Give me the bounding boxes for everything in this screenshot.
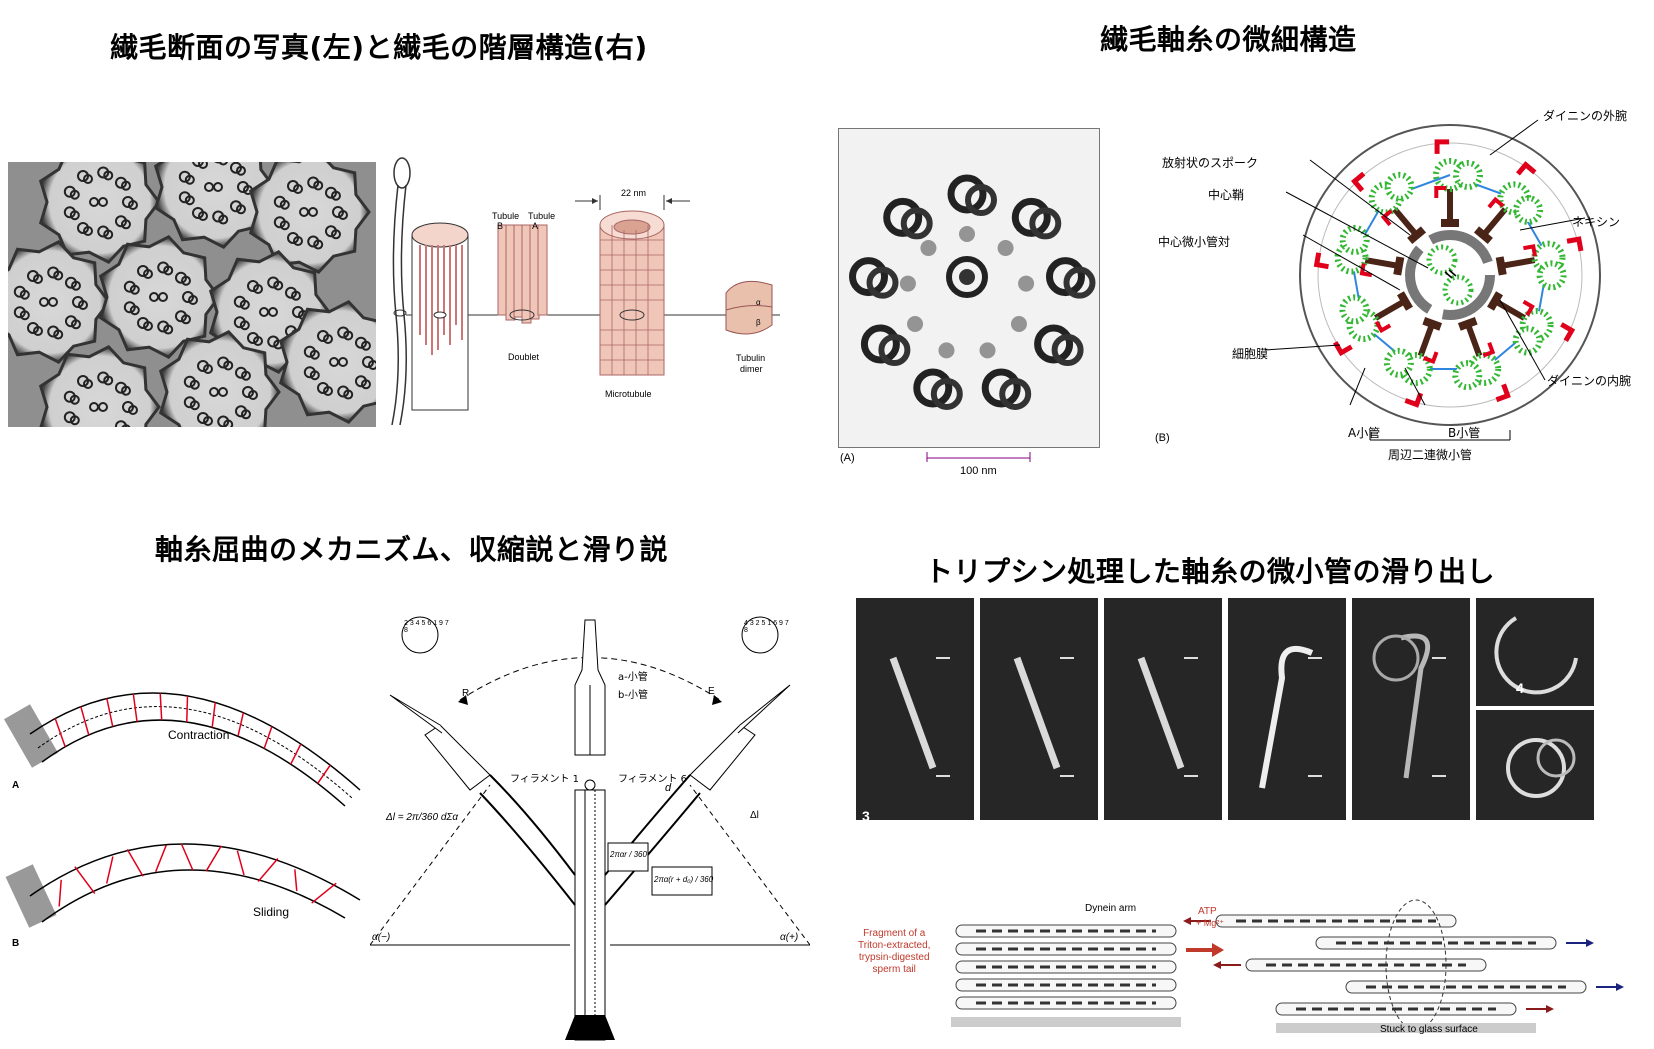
contraction-link	[264, 727, 272, 749]
alpha-minus-label: α(−)	[372, 932, 390, 943]
svg-text:dimer: dimer	[740, 364, 763, 374]
central-sheath-label: 中心鞘	[1208, 186, 1244, 203]
sliding-link	[75, 867, 95, 894]
sliding-link	[182, 844, 193, 870]
axoneme-em-photo	[838, 128, 1100, 448]
sliding-link	[312, 883, 337, 903]
sliding-link	[107, 857, 113, 884]
atp-label: ATP	[1198, 906, 1217, 917]
inner-dynein-label: ダイニンの内腕	[1547, 372, 1631, 389]
alpha-plus-label: α(+)	[780, 932, 798, 943]
contraction-link	[160, 693, 161, 720]
contraction-link	[55, 719, 65, 747]
svg-text:α: α	[756, 298, 761, 307]
svg-text:A: A	[532, 221, 538, 231]
a-tube-label: a-小管	[618, 668, 648, 683]
size-label: 22 nm	[621, 188, 646, 198]
tubule-a-label: Tubule	[528, 211, 555, 221]
nexin-label: ネキシン	[1572, 213, 1620, 230]
contraction-link	[318, 765, 331, 783]
e-label: E	[708, 686, 715, 697]
title-bending-mechanism: 軸糸屈曲のメカニズム、収縮説と滑り説	[155, 528, 668, 568]
b-tube-label: b-小管	[618, 686, 648, 701]
sliding-link	[295, 869, 297, 891]
svg-text:B: B	[497, 221, 503, 231]
tubulin-label: Tubulin	[736, 353, 765, 363]
dynein-sliding-schematic	[856, 895, 1646, 1045]
sliding-photo-frame	[1352, 598, 1470, 820]
sliding-photo-frame	[1476, 710, 1594, 820]
r-label: R	[462, 688, 469, 699]
dynein-arm-label: Dynein arm	[1085, 903, 1136, 914]
formula-1: Δl = 2π/360 dΣα	[386, 812, 458, 823]
sliding-link	[127, 849, 143, 876]
glass-surface	[951, 1017, 1181, 1027]
d-label: d	[665, 782, 671, 794]
sliding-label: Sliding	[253, 905, 289, 919]
frame-3-label: 3	[862, 808, 870, 824]
mg-label: + Mg²⁺	[1196, 918, 1224, 929]
radial-spoke-label: 放射状のスポーク	[1162, 154, 1258, 171]
sliding-geometry-diagram	[370, 615, 810, 1045]
contraction-label: Contraction	[168, 728, 229, 742]
svg-text:β: β	[756, 318, 761, 327]
filament-1-label: フィラメント 1	[510, 770, 579, 785]
title-trypsin-sliding: トリプシン処理した軸糸の微小管の滑り出し	[925, 550, 1495, 590]
outer-dynein-label: ダイニンの外腕	[1543, 107, 1627, 124]
formula-3: 2πα(r + d₀) / 360	[654, 875, 713, 884]
panel-a-mark: A	[12, 780, 19, 791]
frame-4-label: 4	[1516, 680, 1524, 696]
title-cilia-section: 繊毛断面の写真(左)と繊毛の階層構造(右)	[110, 26, 648, 66]
scale-label: 100 nm	[960, 465, 997, 477]
contraction-link	[81, 707, 89, 735]
peripheral-doublet-label: 周辺二連微小管	[1388, 446, 1472, 463]
sliding-link	[156, 845, 167, 872]
filament-6-label: フィラメント 6	[618, 770, 687, 785]
contraction-link	[187, 696, 188, 722]
sliding-link	[206, 846, 221, 871]
sliding-photo-frame	[1228, 598, 1346, 820]
panel-a-label: (A)	[840, 452, 855, 464]
tubule-b-label: Tubule	[492, 211, 519, 221]
a-tubule-label: A小管	[1348, 424, 1380, 441]
cilium-hierarchy-diagram: Tubule B Tubule A Doublet 22 nm Microtub…	[380, 135, 800, 435]
microtubule-label: Microtubule	[605, 389, 652, 399]
right-cross-numbers: 4 3 2 5 1 6 9 7 8	[744, 620, 794, 634]
fragment-label: Fragment of a Triton-extracted, trypsin-…	[858, 928, 930, 976]
cilia-cross-section-photo	[8, 162, 376, 427]
sliding-link	[59, 880, 61, 907]
delta-l-label: Δl	[750, 810, 759, 821]
b-tubule-label: B小管	[1448, 424, 1480, 441]
panel-b-label: (B)	[1155, 432, 1170, 444]
cilium-cross-section	[8, 242, 109, 362]
left-cross-numbers: 2 3 4 5 6 1 9 7 8	[404, 620, 454, 634]
sliding-photo-strip	[856, 598, 1646, 838]
doublet-label: Doublet	[508, 352, 540, 362]
contraction-link	[238, 713, 243, 737]
central-pair-label: 中心微小管対	[1158, 233, 1230, 250]
title-axoneme-structure: 繊毛軸糸の微細構造	[1100, 18, 1357, 58]
formula-2: 2παr / 360	[610, 850, 647, 859]
membrane-label: 細胞膜	[1232, 345, 1268, 362]
sliding-link	[237, 851, 244, 875]
sliding-link	[258, 859, 278, 882]
contraction-link	[291, 744, 301, 764]
axoneme-schematic	[1190, 100, 1650, 500]
scale-bar	[925, 452, 1035, 464]
stuck-label: Stuck to glass surface	[1380, 1024, 1478, 1035]
sliding-photo-frame	[1476, 598, 1594, 706]
panel-b-mark: B	[12, 938, 19, 949]
